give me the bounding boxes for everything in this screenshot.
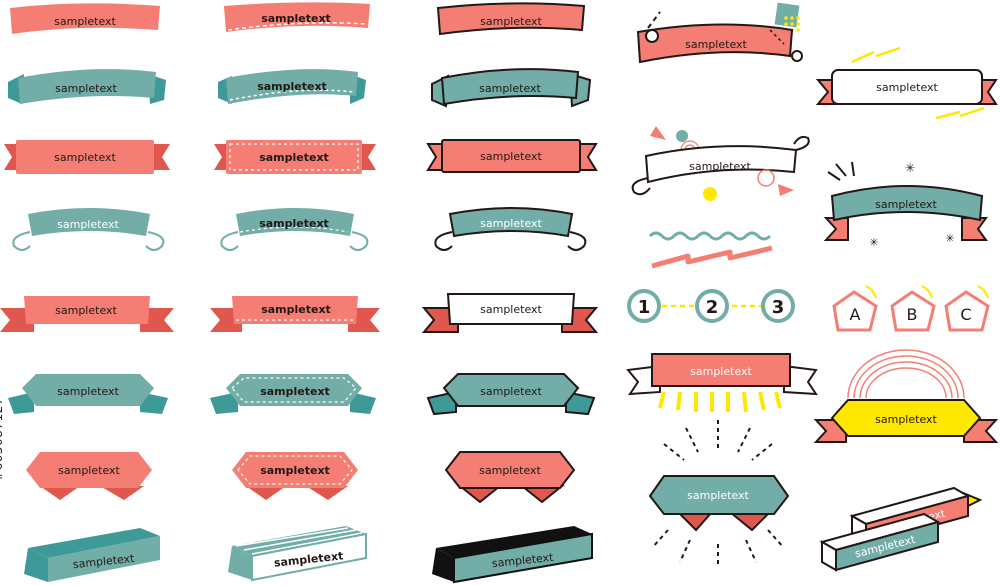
decor-coral-banner-yellow-rays: sampletext bbox=[626, 353, 818, 413]
decor-sparkle-teal-banner: ✳ sampletext ✳ ✳ bbox=[823, 161, 988, 249]
banner-text: sampletext bbox=[876, 81, 938, 94]
col1-scroll-teal-ribbon: sampletext bbox=[12, 208, 165, 251]
banner-text: sampletext bbox=[479, 82, 541, 95]
step-number-2: 2 bbox=[706, 297, 719, 318]
banner-text: sampletext bbox=[261, 303, 331, 316]
banner-text: sampletext bbox=[261, 12, 331, 25]
col2-notched-coral-ribbon: sampletext bbox=[214, 140, 376, 174]
banner-text: sampletext bbox=[875, 413, 937, 426]
decor-burst-teal-banner: sampletext bbox=[648, 420, 790, 568]
banner-text: sampletext bbox=[480, 385, 542, 398]
banner-text: sampletext bbox=[685, 38, 747, 51]
col2-3d-striped-block: sampletext bbox=[228, 526, 367, 582]
col1-notched-coral-ribbon: sampletext bbox=[4, 140, 170, 174]
banner-text: sampletext bbox=[57, 218, 119, 231]
decor-zigzag-lines bbox=[648, 231, 773, 269]
col1-hex-teal-ribbon: sampletext bbox=[8, 374, 168, 414]
decor-white-banner-yellow-marks: sampletext bbox=[815, 46, 998, 120]
col3-wavy-outlined-coral-ribbon: sampletext bbox=[436, 2, 586, 36]
banner-text: sampletext bbox=[54, 151, 116, 164]
sparkle-icon: ✳ bbox=[869, 236, 878, 249]
banner-text: sampletext bbox=[479, 464, 541, 477]
col1-wavy-coral-ribbon: sampletext bbox=[10, 3, 160, 34]
banner-text: sampletext bbox=[58, 464, 120, 477]
banner-text: sampletext bbox=[687, 489, 749, 502]
step-indicator: 1 2 3 bbox=[627, 289, 795, 323]
banner-text: sampletext bbox=[690, 365, 752, 378]
banner-text: sampletext bbox=[480, 150, 542, 163]
pentagon-labels: A B C bbox=[832, 285, 990, 332]
col2-pennant-coral-ribbon: sampletext bbox=[232, 452, 358, 500]
banner-text: sampletext bbox=[480, 15, 542, 28]
pentagon-letter-b: B bbox=[907, 305, 918, 324]
step-number-3: 3 bbox=[772, 297, 785, 318]
banner-text: sampletext bbox=[480, 303, 542, 316]
banner-text: sampletext bbox=[480, 217, 542, 230]
col3-folded-outlined-coral-ribbon: sampletext bbox=[421, 293, 599, 333]
col3-hex-outlined-teal-ribbon: sampletext bbox=[426, 373, 596, 416]
col2-curled-teal-ribbon: sampletext bbox=[218, 69, 366, 104]
decor-3d-stacked-pencils: sampletext sampletext bbox=[819, 486, 983, 572]
col1-curled-teal-ribbon: sampletext bbox=[8, 69, 166, 104]
pentagon-letter-a: A bbox=[850, 305, 861, 324]
decor-scroll-with-circles: sampletext bbox=[631, 126, 810, 201]
col3-scroll-outlined-teal-ribbon: sampletext bbox=[434, 207, 587, 251]
col3-3d-black-block: sampletext bbox=[432, 526, 593, 584]
banner-text: sampletext bbox=[689, 160, 751, 173]
col3-pennant-outlined-coral-ribbon: sampletext bbox=[444, 451, 576, 504]
banner-text: sampletext bbox=[260, 464, 330, 477]
decor-banner-with-dots: sampletext bbox=[636, 2, 803, 64]
banner-text: sampletext bbox=[54, 15, 116, 28]
banner-text: sampletext bbox=[260, 385, 330, 398]
stock-id-label: #605087127 bbox=[0, 397, 5, 481]
pentagon-letter-c: C bbox=[960, 305, 971, 324]
banner-text: sampletext bbox=[72, 552, 135, 571]
banner-text: sampletext bbox=[259, 151, 329, 164]
banner-text: sampletext bbox=[57, 385, 119, 398]
banner-text: sampletext bbox=[55, 304, 117, 317]
col3-notched-outlined-coral-ribbon: sampletext bbox=[426, 139, 598, 173]
sparkle-icon: ✳ bbox=[905, 161, 915, 175]
col1-pennant-coral-ribbon: sampletext bbox=[26, 452, 152, 500]
col1-3d-teal-block: sampletext bbox=[24, 528, 160, 582]
decor-rainbow-yellow-banner: sampletext bbox=[813, 349, 999, 443]
banner-text: sampletext bbox=[491, 551, 554, 570]
banner-text: sampletext bbox=[55, 82, 117, 95]
col2-wavy-coral-ribbon: sampletext bbox=[224, 2, 370, 33]
step-number-1: 1 bbox=[638, 297, 651, 318]
banner-text: sampletext bbox=[875, 198, 937, 211]
banner-text: sampletext bbox=[259, 217, 329, 230]
col2-scroll-teal-ribbon: sampletext bbox=[220, 208, 369, 251]
banner-text: sampletext bbox=[257, 80, 327, 93]
col2-hex-teal-ribbon: sampletext bbox=[210, 374, 376, 414]
col1-folded-coral-ribbon: sampletext bbox=[0, 296, 174, 332]
sparkle-icon: ✳ bbox=[945, 232, 954, 245]
col2-folded-coral-ribbon: sampletext bbox=[210, 296, 380, 332]
col3-curled-outlined-teal-ribbon: sampletext bbox=[431, 68, 592, 108]
